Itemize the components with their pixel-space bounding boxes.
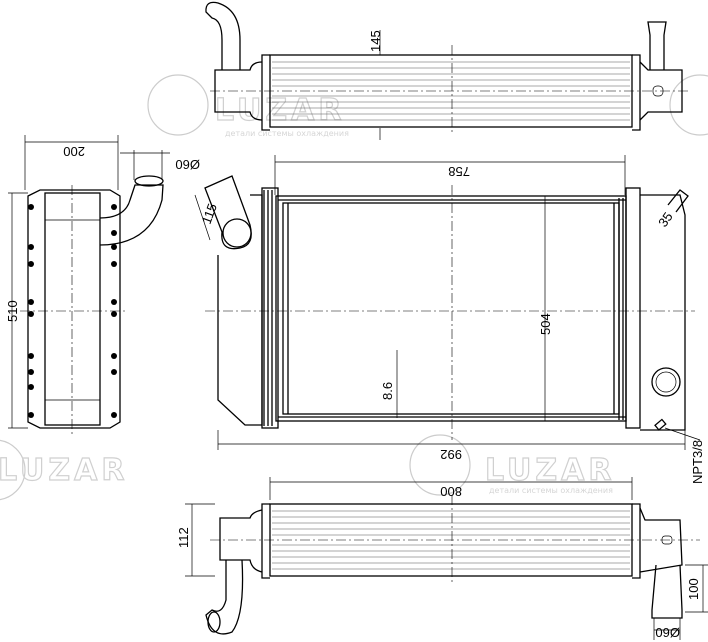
dim-100: 100 [686,578,701,600]
dim-504: 504 [538,313,553,335]
dim-510: 510 [5,300,20,322]
front-view: 758 115 35 504 8.6 992 NPT3/8 [194,155,705,484]
bottom-view: 800 112 100 Ø60 [176,477,708,640]
luzar-watermark: LUZAR LUZAR LUZAR детали системы охлажде… [0,74,708,501]
dim-200: 200 [63,144,85,159]
dim-112: 112 [176,527,191,548]
dim-800: 800 [440,484,462,499]
top-view: 145 [205,1,690,140]
dim-992: 992 [440,447,462,462]
dim-dia60-side: Ø60 [175,157,200,172]
svg-text:LUZAR: LUZAR [0,453,128,488]
watermark-brand-2: LUZAR [485,453,615,488]
dim-dia60-bottom: Ø60 [655,625,680,640]
side-view: 200 Ø60 510 [5,135,200,435]
dim-8-6: 8.6 [380,382,395,400]
dim-npt3-8: NPT3/8 [690,440,705,484]
watermark-tagline: детали системы охлаждения [225,129,349,138]
dim-35: 35 [655,209,676,229]
dim-145: 145 [368,30,383,52]
dim-758: 758 [448,164,470,179]
watermark-brand: LUZAR [215,93,345,128]
watermark-tagline-2: детали системы охлаждения [489,486,613,495]
dim-115: 115 [199,201,220,226]
